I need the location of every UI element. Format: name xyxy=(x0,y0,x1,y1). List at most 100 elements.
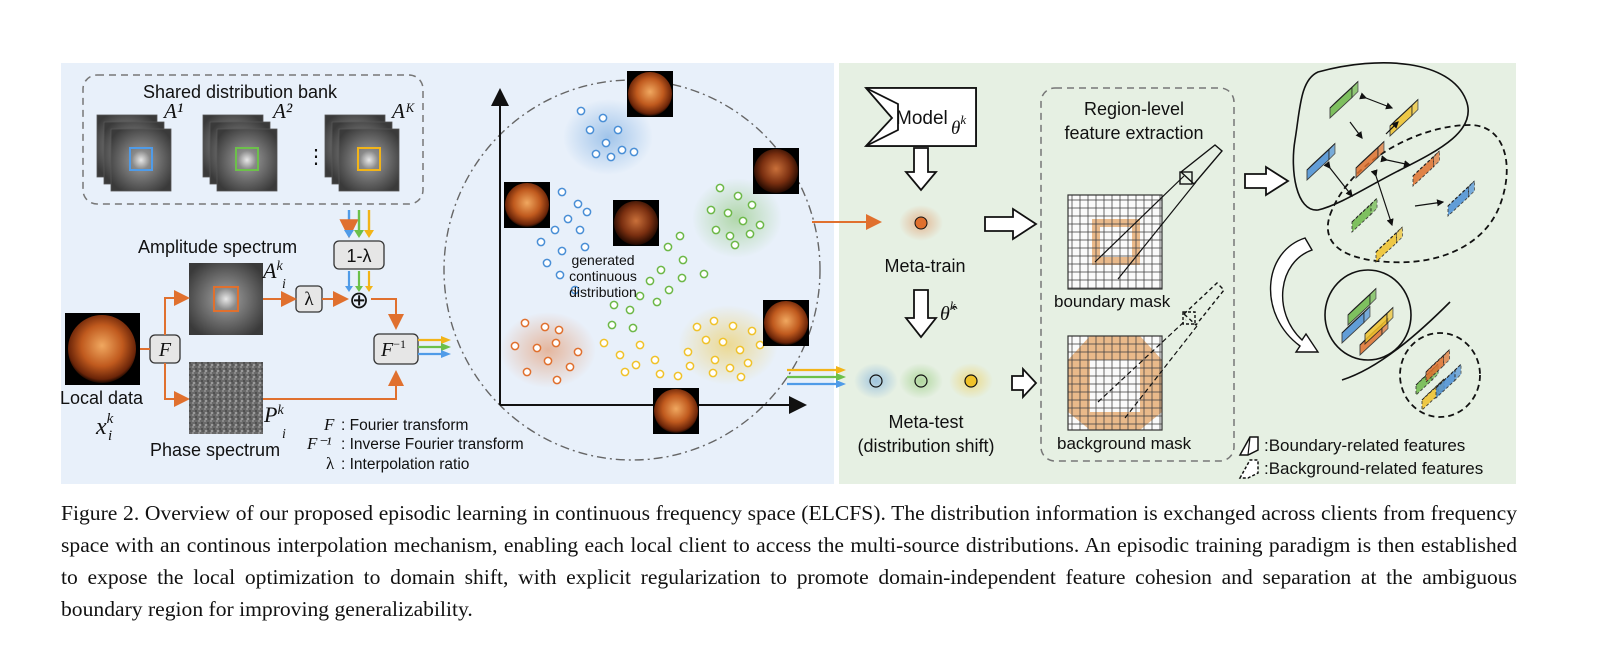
scatter-point xyxy=(747,326,757,336)
scatter-point xyxy=(563,214,573,224)
framework-figure: Shared distribution bank A¹ A² Aᴷ ⋮ 1-λ … xyxy=(60,61,1516,484)
legend-lambda-text: : Interpolation ratio xyxy=(341,456,469,473)
meta-test-point-green xyxy=(914,374,928,388)
legend-fourier-sym: F xyxy=(323,415,335,434)
scatter-point xyxy=(701,335,711,345)
background-cluster xyxy=(1399,332,1481,418)
amplitude-sub: i xyxy=(282,277,286,292)
feature-block xyxy=(1329,80,1359,120)
scatter-point xyxy=(520,318,530,328)
glow-green xyxy=(692,178,782,258)
scatter-point xyxy=(645,276,655,286)
legend-inverse-sym: F⁻¹ xyxy=(306,434,331,453)
legend-fourier-text: : Fourier transform xyxy=(341,417,468,434)
scatter-point xyxy=(599,338,609,348)
glow-yellow xyxy=(678,305,778,385)
scatter-point xyxy=(575,225,585,235)
theta-down-arrow xyxy=(904,289,938,339)
feature-relations xyxy=(1323,92,1445,227)
scatter-point xyxy=(652,297,662,307)
feature-block xyxy=(1355,140,1385,180)
local-fundus-image xyxy=(68,315,136,383)
meta-test-glow-blue xyxy=(854,363,898,399)
orange-flow xyxy=(140,290,404,407)
features-right-arrow xyxy=(1244,165,1290,197)
scatter-point xyxy=(582,207,592,217)
scatter-point xyxy=(542,258,552,268)
scatter-point xyxy=(580,242,590,252)
scatter-point xyxy=(536,237,546,247)
bank-arrows xyxy=(339,210,374,239)
scatter-point xyxy=(733,191,743,201)
cohesion-arrow xyxy=(1269,237,1320,353)
scatter-point xyxy=(573,347,583,357)
feature-block xyxy=(1347,287,1377,327)
meta-test-label-2: (distribution shift) xyxy=(857,436,994,456)
feature-legend: :Boundary-related features :Background-r… xyxy=(1238,436,1483,479)
mix-arrows xyxy=(345,271,373,292)
scatter-point xyxy=(718,337,728,347)
phase-image xyxy=(189,362,263,434)
figure-caption: Figure 2. Overview of our proposed episo… xyxy=(61,501,1517,621)
scatter-point xyxy=(650,355,660,365)
scatter-point xyxy=(736,372,746,382)
scatter-point xyxy=(685,361,695,371)
phase-label: Phase spectrum xyxy=(150,440,280,460)
scatter-point xyxy=(570,285,580,295)
scatter-point xyxy=(629,147,639,157)
spectrum-layer xyxy=(216,128,278,192)
local-data-label: Local data xyxy=(60,388,144,408)
boundary-mask xyxy=(1067,144,1223,290)
scatter-point xyxy=(598,113,608,123)
scatter-point xyxy=(543,356,553,366)
scatter-point xyxy=(755,220,765,230)
scatter-point xyxy=(708,368,718,378)
bank-window xyxy=(129,147,153,171)
scatter-point xyxy=(552,375,562,385)
meta-test-label-1: Meta-test xyxy=(888,412,963,432)
feature-blocks xyxy=(1306,80,1475,412)
boundary-cluster xyxy=(1324,269,1412,361)
legend-lambda-sym: λ xyxy=(326,454,335,473)
scatter-point xyxy=(551,338,561,348)
amplitude-stacks xyxy=(96,114,400,192)
meta-test-glow-green xyxy=(899,363,943,399)
feature-block xyxy=(1412,149,1440,188)
scatter-point xyxy=(532,343,542,353)
scatter-point xyxy=(725,231,735,241)
inverse-fourier-box xyxy=(373,333,419,365)
scatter-point xyxy=(715,183,725,193)
bank-window xyxy=(357,147,381,171)
operator-legend: F : Fourier transform F⁻¹ : Inverse Four… xyxy=(306,415,524,473)
region-title-2: feature extraction xyxy=(1064,123,1203,143)
scatter-point xyxy=(565,362,575,372)
feature-block xyxy=(1425,348,1451,384)
inverse-fourier-label: F−1 xyxy=(380,337,406,361)
scatter-point xyxy=(728,321,738,331)
scatter-point xyxy=(678,255,688,265)
scatter-point xyxy=(709,316,719,326)
scatter-point xyxy=(550,225,560,235)
legend-inverse-text: : Inverse Fourier transform xyxy=(341,436,524,453)
scatter-point xyxy=(576,106,586,116)
scatter-point xyxy=(585,125,595,135)
scatter-point xyxy=(606,152,616,162)
region-title-1: Region-level xyxy=(1084,99,1184,119)
scatter-point xyxy=(699,269,709,279)
scatter-label-2: continuous xyxy=(569,268,637,284)
scatter-point xyxy=(711,225,721,235)
scatter-point xyxy=(725,363,735,373)
bank-a1: A¹ xyxy=(162,99,183,123)
phase-sub: i xyxy=(282,427,286,442)
feature-block xyxy=(1435,363,1462,400)
scatter-point xyxy=(631,360,641,370)
separation-line xyxy=(1341,301,1451,381)
model-theta: θk xyxy=(951,112,966,139)
meta-train-point xyxy=(914,216,928,230)
scatter-point xyxy=(620,367,630,377)
to-meta-test-arrows xyxy=(787,366,846,388)
scatter-point xyxy=(664,285,674,295)
scatter-point xyxy=(635,340,645,350)
scatter-point xyxy=(555,270,565,280)
scatter-label-1: generated xyxy=(571,252,634,268)
